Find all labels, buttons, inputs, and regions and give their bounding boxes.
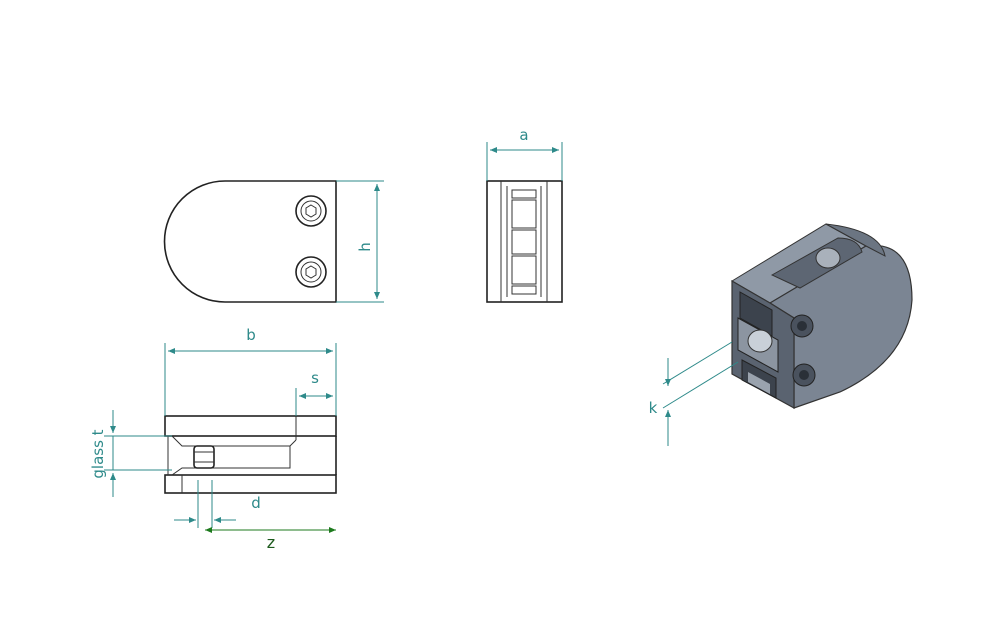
dimension-d: d [174, 480, 261, 528]
side-view: a [486, 126, 563, 303]
dimension-h: h [336, 180, 384, 303]
dimension-z: z [205, 527, 336, 552]
label-k: k [649, 399, 658, 417]
iso-screw-bottom [792, 363, 816, 387]
isometric-view: k [649, 223, 913, 446]
label-d: d [251, 494, 261, 512]
label-z: z [267, 533, 275, 552]
dimension-glass-t: glass t [89, 410, 172, 497]
screw-top [295, 195, 327, 227]
front-view: h [163, 180, 384, 303]
label-h: h [356, 242, 374, 252]
label-s: s [311, 369, 319, 387]
label-b: b [246, 326, 256, 344]
iso-screw-top [790, 314, 814, 338]
dimension-a: a [486, 126, 563, 181]
top-view: b s glass t d z [89, 326, 337, 552]
screw-bottom [295, 256, 327, 288]
dimension-b: b [164, 326, 337, 416]
dimension-k: k [649, 341, 739, 446]
dimension-s: s [295, 369, 333, 416]
label-a: a [519, 126, 528, 144]
label-glass-t: glass t [89, 429, 107, 478]
